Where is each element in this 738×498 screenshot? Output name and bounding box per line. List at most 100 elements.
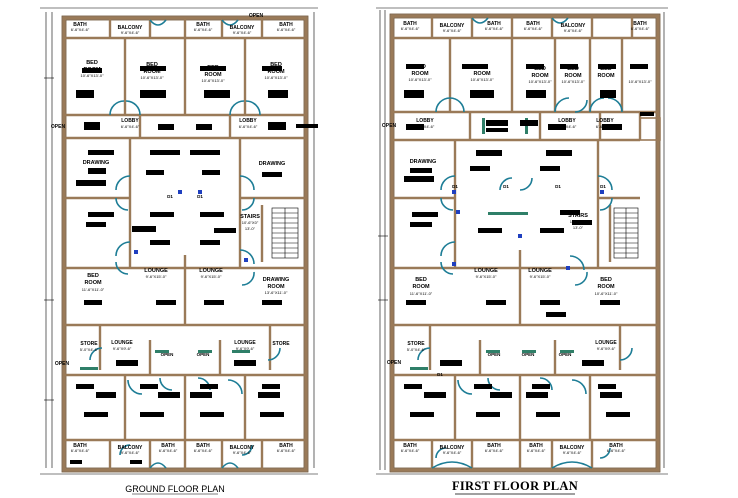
first-open-b1-label: OPEN: [488, 352, 501, 357]
first-staircase: [613, 207, 639, 259]
first-bath-2-label: BATH: [487, 21, 501, 27]
ground-room-d-label: ROOM: [267, 69, 285, 75]
ground-lounge-bl-label: LOUNGE: [111, 340, 133, 346]
first-lounge-right-dims: 9'-6"X15'-0": [530, 274, 551, 279]
first-lobby-mid-label: LOBBY: [558, 118, 576, 124]
ground-bath-b2-dims: 6'-6"X4'-6": [159, 448, 178, 453]
first-balcony-b2-dims: 9'-6"X4'-6": [563, 450, 582, 455]
first-outer-walls: [390, 14, 660, 472]
ground-stairs-label: STAIRS: [240, 214, 260, 220]
first-lounge-br-dims: 9'-6"X9'-6": [597, 346, 616, 351]
first-bath-3-dims: 6'-6"X4'-6": [524, 26, 543, 31]
first-furniture-blocks: [404, 64, 654, 417]
first-bath-b3-dims: 6'-6"X4'-6": [527, 448, 546, 453]
ground-drawing-r2-dims: 13'-6"X11'-0": [265, 290, 288, 295]
ground-door-tag-d1-a: D1: [167, 194, 173, 199]
first-bath-b4-dims: 6'-6"X4'-6": [607, 448, 626, 453]
ground-floor-plan: BATH 6'-6"X4'-6" BALCONY 9'-6"X4'-6" BAT…: [40, 7, 318, 495]
ground-open-bl-label: OPEN: [55, 361, 70, 367]
ground-balcony-tl-label: BALCONY: [118, 25, 143, 31]
first-store-left-dims: 5'-0"X4'-6": [407, 347, 426, 352]
first-door-tag-d1-d: D1: [600, 184, 606, 189]
first-lobby-mid-dims: 6'-6"X4'-6": [558, 124, 577, 129]
ground-bath-tl-label: BATH: [73, 22, 87, 28]
ground-bath-b4-dims: 6'-6"X4'-6": [277, 448, 296, 453]
first-bath-b2-dims: 6'-6"X4'-6": [485, 448, 504, 453]
first-bed-a-label: BED: [414, 64, 426, 70]
ground-bed-e-label: BED: [87, 273, 99, 279]
first-bath-b2-label: BATH: [487, 443, 501, 449]
ground-drawing-r2-label: DRAWING: [263, 277, 290, 283]
ground-bed-e-dims: 11'-6"X11'-0": [82, 287, 105, 292]
first-stairs-dims-1: 10'-6"X0": [570, 219, 587, 224]
ground-balcony-b1-dims: 9'-6"X4'-6": [121, 450, 140, 455]
ground-door-tag-d1-b: D1: [197, 194, 203, 199]
ground-bath-tm1-label: BATH: [196, 22, 210, 28]
ground-bath-b1-dims: 6'-6"X4'-6": [71, 448, 90, 453]
ground-bath-b2-label: BATH: [161, 443, 175, 449]
ground-open-top-label: OPEN: [249, 13, 264, 19]
ground-door-swings: [89, 19, 281, 469]
ground-bath-b1-label: BATH: [73, 443, 87, 449]
ground-bed-d-dims: 10'-6"X13'-0": [264, 75, 288, 80]
ground-stairs-dims-2: 13'-0": [245, 226, 256, 231]
first-bed-a-dims: 10'-6"X13'-0": [408, 77, 432, 82]
first-bath-1-label: BATH: [403, 21, 417, 27]
ground-drawing-right-label: DRAWING: [259, 161, 286, 167]
ground-staircase: [271, 207, 299, 259]
first-lounge-br-label: LOUNGE: [595, 340, 617, 346]
ground-bed-c-label: BED: [207, 65, 219, 71]
first-bed-e-label: BED: [600, 66, 612, 72]
first-bed-c-label: BED: [534, 66, 546, 72]
first-room-b-label: ROOM: [473, 71, 491, 77]
first-bed-c-dims: 10'-6"X13'-0": [528, 79, 552, 84]
first-bath-b4-label: BATH: [609, 443, 623, 449]
first-lobby-left-dims: 6'-6"X4'-6": [416, 124, 435, 129]
ground-dimension-lines: [40, 7, 318, 475]
first-bath-b1-label: BATH: [403, 443, 417, 449]
first-drawing-left-label: DRAWING: [410, 159, 437, 165]
first-bed-g-dims: 10'-6"X11'-0": [595, 291, 618, 296]
first-bath-3-label: BATH: [526, 21, 540, 27]
ground-lobby-left-label: LOBBY: [121, 118, 139, 124]
first-side-balcony: [639, 117, 661, 141]
first-open-b2-label: OPEN: [522, 352, 535, 357]
ground-balcony-tr-label: BALCONY: [230, 25, 255, 31]
ground-bath-b3-label: BATH: [196, 443, 210, 449]
ground-room-e-label: ROOM: [84, 280, 102, 286]
first-bath-b1-dims: 6'-6"X4'-6": [401, 448, 420, 453]
first-bath-2-dims: 6'-6"X4'-6": [485, 26, 504, 31]
first-door-tags: [452, 190, 604, 270]
ground-bath-tl-dims: 6'-6"X4'-6": [71, 27, 90, 32]
first-bed-b-label: BED: [476, 64, 488, 70]
first-bath-b3-label: BATH: [529, 443, 543, 449]
first-room-g-label: ROOM: [597, 284, 615, 290]
first-room-labels: BATH 6'-6"X4'-6" BALCONY 9'-6"X4'-6" BAT…: [382, 21, 652, 455]
first-stairs-dims-2: 13'-0": [573, 225, 584, 230]
first-bath-4-dims: 6'-6"X4'-6": [631, 26, 650, 31]
first-balcony-b1-dims: 9'-6"X4'-6": [443, 450, 462, 455]
ground-bath-tr-label: BATH: [279, 22, 293, 28]
first-lounge-left-label: LOUNGE: [474, 268, 498, 274]
ground-interior-walls: [64, 18, 306, 470]
ground-lounge-br-dims: 9'-6"X9'-6": [236, 346, 255, 351]
ground-bed-b-dims: 10'-6"X13'-0": [140, 75, 164, 80]
ground-bath-b3-dims: 6'-6"X4'-6": [194, 448, 213, 453]
ground-room-c-label: ROOM: [204, 72, 222, 78]
first-bed-f-dims: 11'-6"X11'-0": [410, 291, 433, 296]
ground-bed-a-label: BED: [86, 60, 98, 66]
ground-room-a-label: ROOM: [83, 67, 101, 73]
ground-balcony-b2-dims: 9'-6"X4'-6": [233, 450, 252, 455]
ground-bath-tr-dims: 6'-6"X4'-6": [277, 27, 296, 32]
ground-lounge-left-label: LOUNGE: [144, 268, 168, 274]
ground-open-b1-label: OPEN: [161, 352, 174, 357]
ground-lounge-bl-dims: 9'-6"X9'-6": [113, 346, 132, 351]
ground-balcony-b2-label: BALCONY: [230, 445, 255, 451]
ground-lobby-right-label: LOBBY: [239, 118, 257, 124]
ground-bed-b-label: BED: [146, 62, 158, 68]
first-room-c-label: ROOM: [531, 73, 549, 79]
first-door-swings: [417, 17, 633, 469]
ground-room-r2-label: ROOM: [267, 284, 285, 290]
ground-store-left-dims: 5'-0"X4'-6": [80, 347, 99, 352]
